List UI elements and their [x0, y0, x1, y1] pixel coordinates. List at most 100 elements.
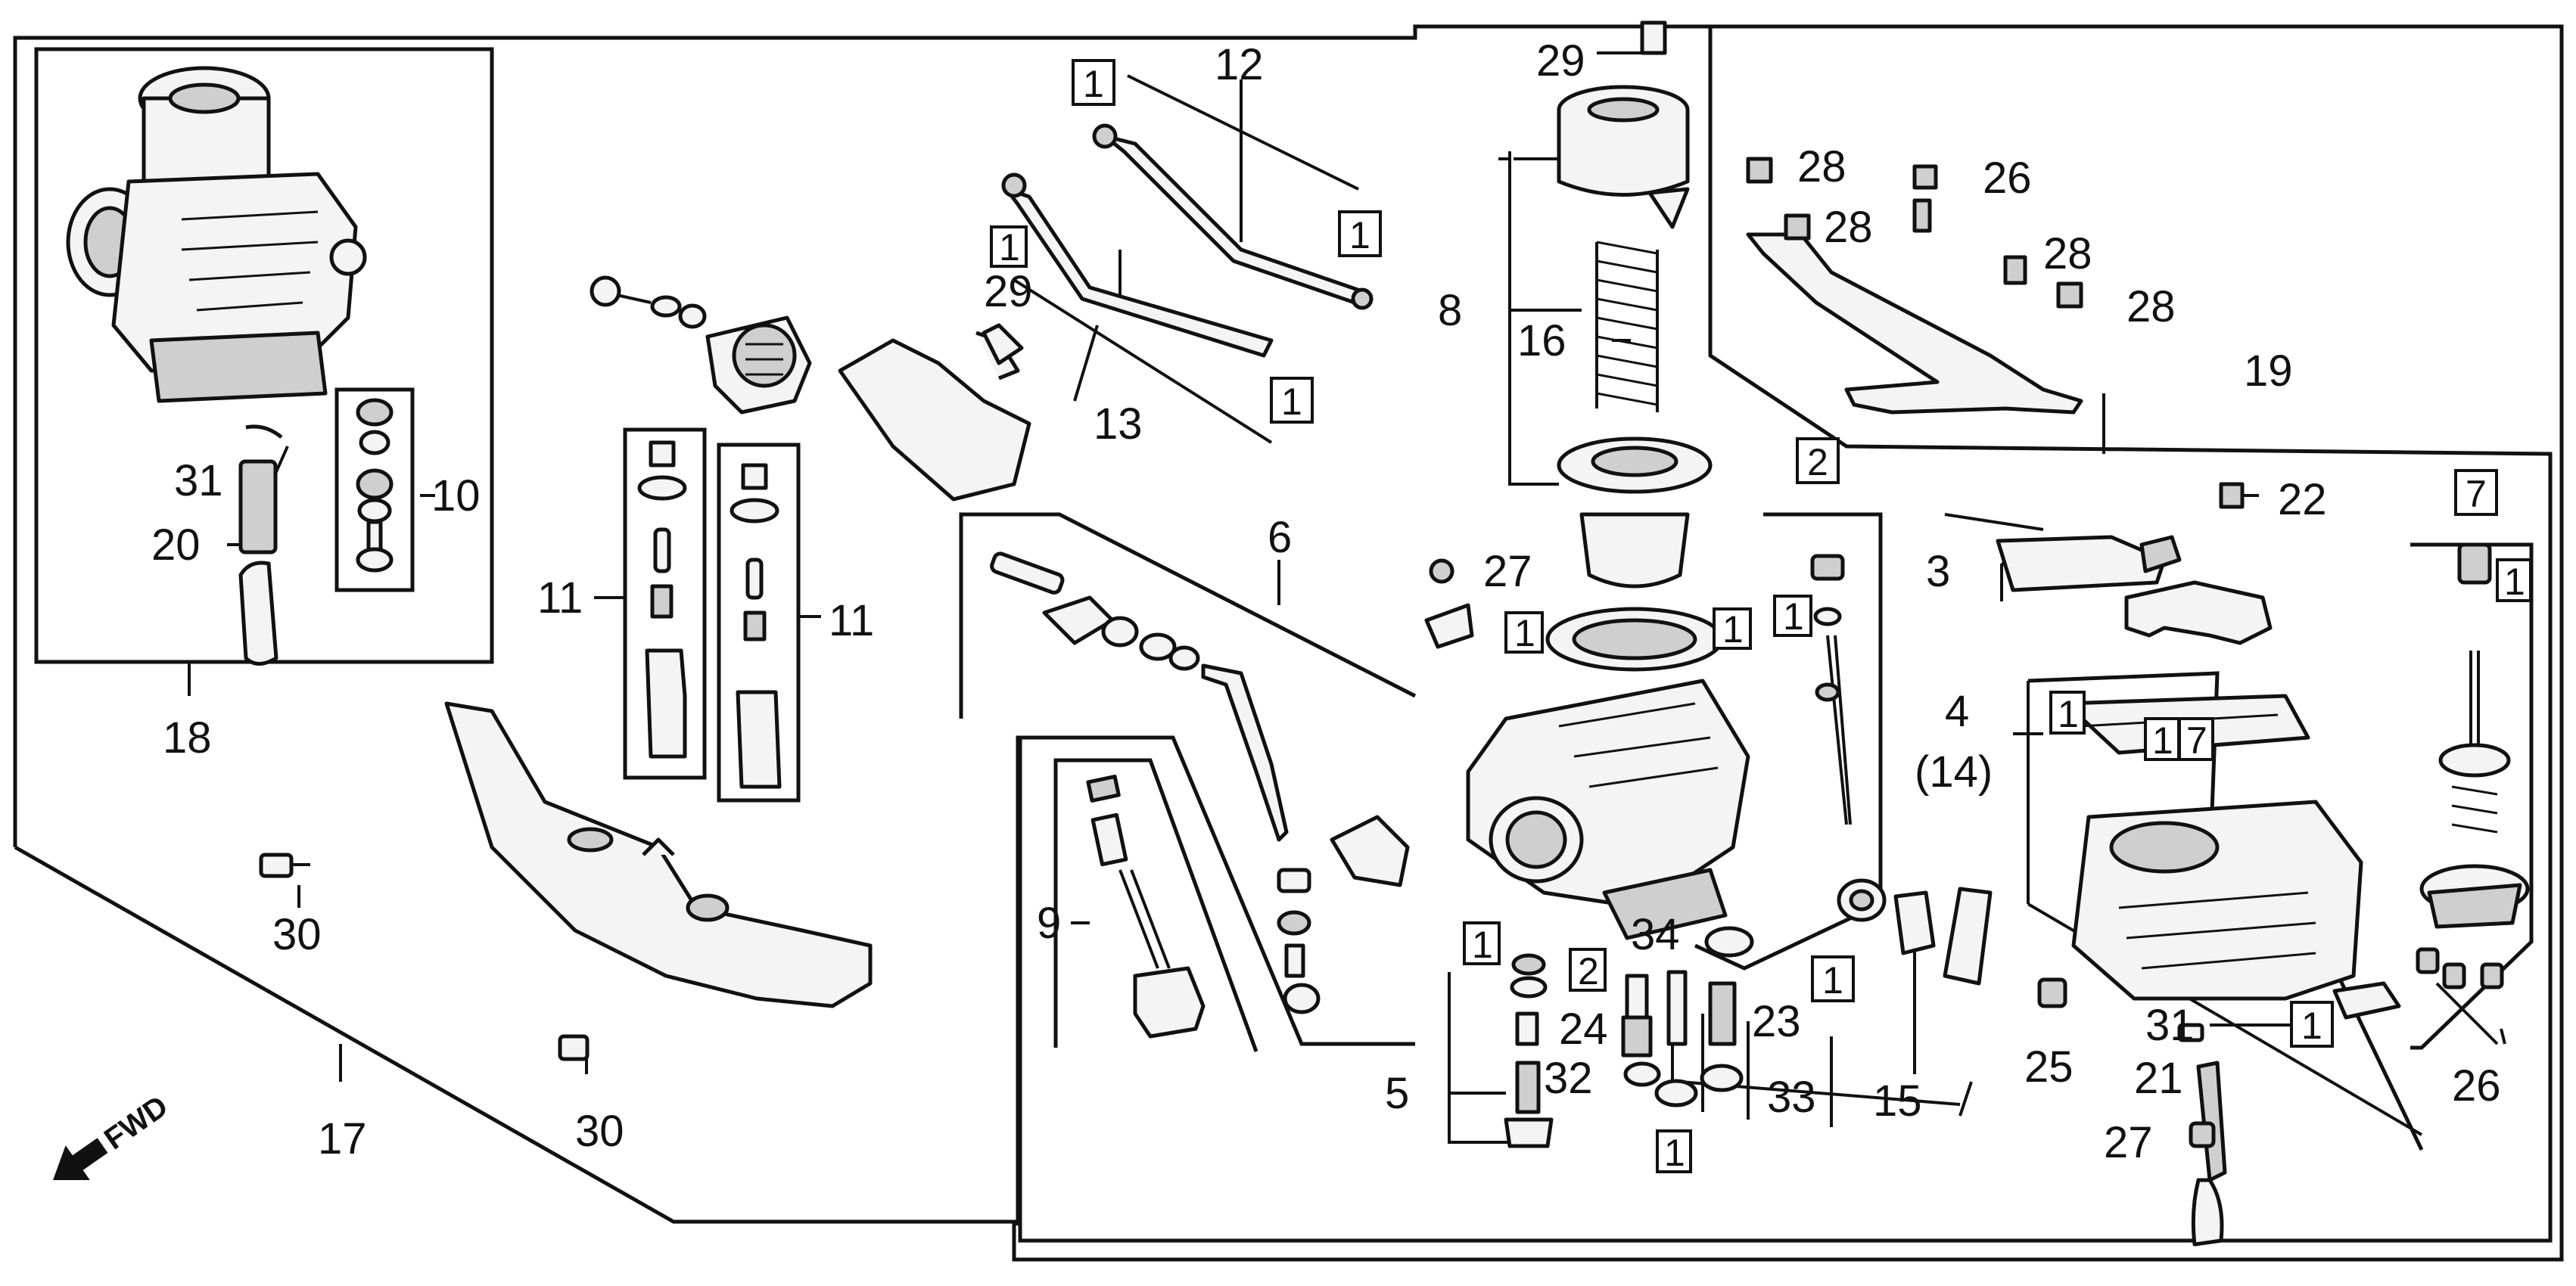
boxed-ref: 2 — [1796, 437, 1840, 484]
callout-23: 23 — [1752, 997, 1801, 1046]
callout-14: (14) — [1915, 747, 1993, 797]
boxed-ref: 1 — [1072, 59, 1115, 106]
screw-22 — [2219, 482, 2245, 509]
callout-16: 16 — [1517, 316, 1566, 365]
callout-13: 13 — [1094, 399, 1143, 449]
adjust-screw-9-drawing — [1086, 775, 1206, 1039]
lower-jets-drawing — [1504, 926, 1754, 1148]
boxed-ref: 1 — [2496, 558, 2532, 603]
svg-text:1: 1 — [2504, 561, 2525, 603]
callout-31-left: 31 — [174, 456, 223, 505]
svg-text:1: 1 — [1822, 959, 1843, 1002]
callout-5: 5 — [1385, 1069, 1409, 1118]
callout-28-c: 28 — [2043, 229, 2092, 278]
boxed-ref: 1 — [1656, 1129, 1692, 1174]
callout-9: 9 — [1037, 899, 1061, 948]
boxed-ref: 7 — [2454, 469, 2498, 516]
choke-mechanism-drawing — [590, 275, 1031, 502]
boxed-ref: 1 — [1338, 210, 1382, 257]
callout-34: 34 — [1631, 910, 1680, 959]
callout-28-b: 28 — [1824, 203, 1873, 252]
callout-17: 17 — [318, 1114, 367, 1163]
boxed-ref: 1 — [990, 225, 1028, 269]
callout-29-top: 29 — [1536, 36, 1585, 85]
boxed-ref: 1 — [1463, 921, 1501, 966]
svg-text:1: 1 — [999, 226, 1020, 269]
callout-32: 32 — [1544, 1054, 1593, 1103]
svg-text:1: 1 — [1783, 595, 1804, 638]
screw-25 — [2037, 977, 2067, 1008]
callout-15: 15 — [1873, 1076, 1922, 1126]
callout-31-right: 31 — [2145, 1001, 2195, 1050]
boxed-ref: 1 — [1713, 607, 1752, 651]
carburetor-body-drawing — [1424, 558, 1750, 940]
callout-25: 25 — [2024, 1042, 2074, 1092]
svg-text:1: 1 — [1083, 63, 1104, 105]
callout-4: 4 — [1945, 687, 1969, 736]
callout-12: 12 — [1215, 40, 1264, 89]
callout-11-left: 11 — [537, 573, 583, 623]
callout-30-left: 30 — [272, 910, 322, 959]
callout-20: 20 — [151, 520, 201, 570]
svg-text:1: 1 — [2058, 693, 2079, 735]
boxed-ref: 1 — [1811, 955, 1855, 1002]
jet-needle-2-drawing — [1810, 554, 1852, 825]
part15-drawing — [1837, 878, 1993, 986]
boxed-ref: 1 — [2049, 691, 2086, 735]
callout-27-left: 27 — [1483, 547, 1532, 596]
top-cover-8-drawing — [1557, 20, 1690, 229]
box11-parts — [637, 440, 782, 789]
callout-8: 8 — [1438, 286, 1462, 335]
callout-33: 33 — [1767, 1073, 1816, 1122]
callout-18: 18 — [163, 713, 212, 763]
svg-text:1: 1 — [2152, 719, 2173, 762]
callout-26-top: 26 — [1983, 154, 2032, 203]
svg-text:1: 1 — [1281, 381, 1302, 423]
fwd-label: FWD — [98, 1089, 174, 1156]
svg-text:7: 7 — [2186, 719, 2207, 762]
callout-26-bottom: 26 — [2452, 1061, 2501, 1110]
box10-parts — [356, 398, 394, 573]
boxed-ref: 1 — [1270, 377, 1314, 424]
boxed-ref: 1 — [1504, 611, 1544, 654]
carburetor-assembly-drawing — [66, 66, 367, 666]
fwd-indicator: FWD — [53, 1089, 174, 1180]
float-valve-7-drawing — [2332, 542, 2530, 1020]
svg-text:7: 7 — [2466, 473, 2487, 515]
callout-19: 19 — [2244, 346, 2293, 396]
boxed-ref: 2 — [1569, 948, 1607, 992]
boxed-ref: 1 — [2290, 1001, 2334, 1048]
svg-text:2: 2 — [1807, 441, 1828, 483]
callout-21: 21 — [2134, 1054, 2183, 1103]
bolts-30 — [259, 853, 590, 1061]
svg-text:2: 2 — [1578, 950, 1599, 992]
fwd-arrow-icon — [53, 1138, 108, 1180]
drain-tube-21-drawing — [2177, 1023, 2227, 1247]
callout-6: 6 — [1268, 513, 1292, 562]
callout-3: 3 — [1926, 547, 1950, 596]
callout-10: 10 — [431, 471, 481, 520]
callout-30-bottom: 30 — [575, 1107, 624, 1156]
svg-text:1: 1 — [1349, 214, 1370, 256]
boxed-reference-markers: 1 1 1 1 1 1 1 2 7 1 1 1 7 1 2 1 1 1 — [990, 59, 2532, 1174]
spring-16-drawing — [1595, 241, 1659, 412]
throttle-linkage-drawing — [990, 551, 1410, 1014]
intake-gasket-drawing — [444, 701, 873, 1008]
diaphragm-drawing — [1557, 436, 1713, 589]
linkage-plate-28-drawing — [1746, 157, 2083, 415]
svg-text:1: 1 — [1514, 612, 1535, 654]
callout-28-d: 28 — [2126, 282, 2176, 331]
svg-text:1: 1 — [1722, 608, 1744, 651]
link-rods-drawing — [982, 123, 1374, 365]
callout-28-a: 28 — [1797, 142, 1846, 191]
svg-text:1: 1 — [1664, 1132, 1685, 1174]
boxed-ref: 1 — [1773, 595, 1812, 638]
callout-24: 24 — [1559, 1005, 1608, 1054]
svg-text:1: 1 — [2301, 1005, 2322, 1047]
boxed-ref: 1 — [2144, 717, 2180, 762]
svg-text:1: 1 — [1472, 924, 1493, 966]
callout-labels: 12 13 29 29 8 16 28 28 28 28 26 19 22 3 … — [151, 36, 2501, 1167]
float-3-drawing — [1996, 535, 2273, 645]
callout-11-right: 11 — [829, 596, 874, 645]
